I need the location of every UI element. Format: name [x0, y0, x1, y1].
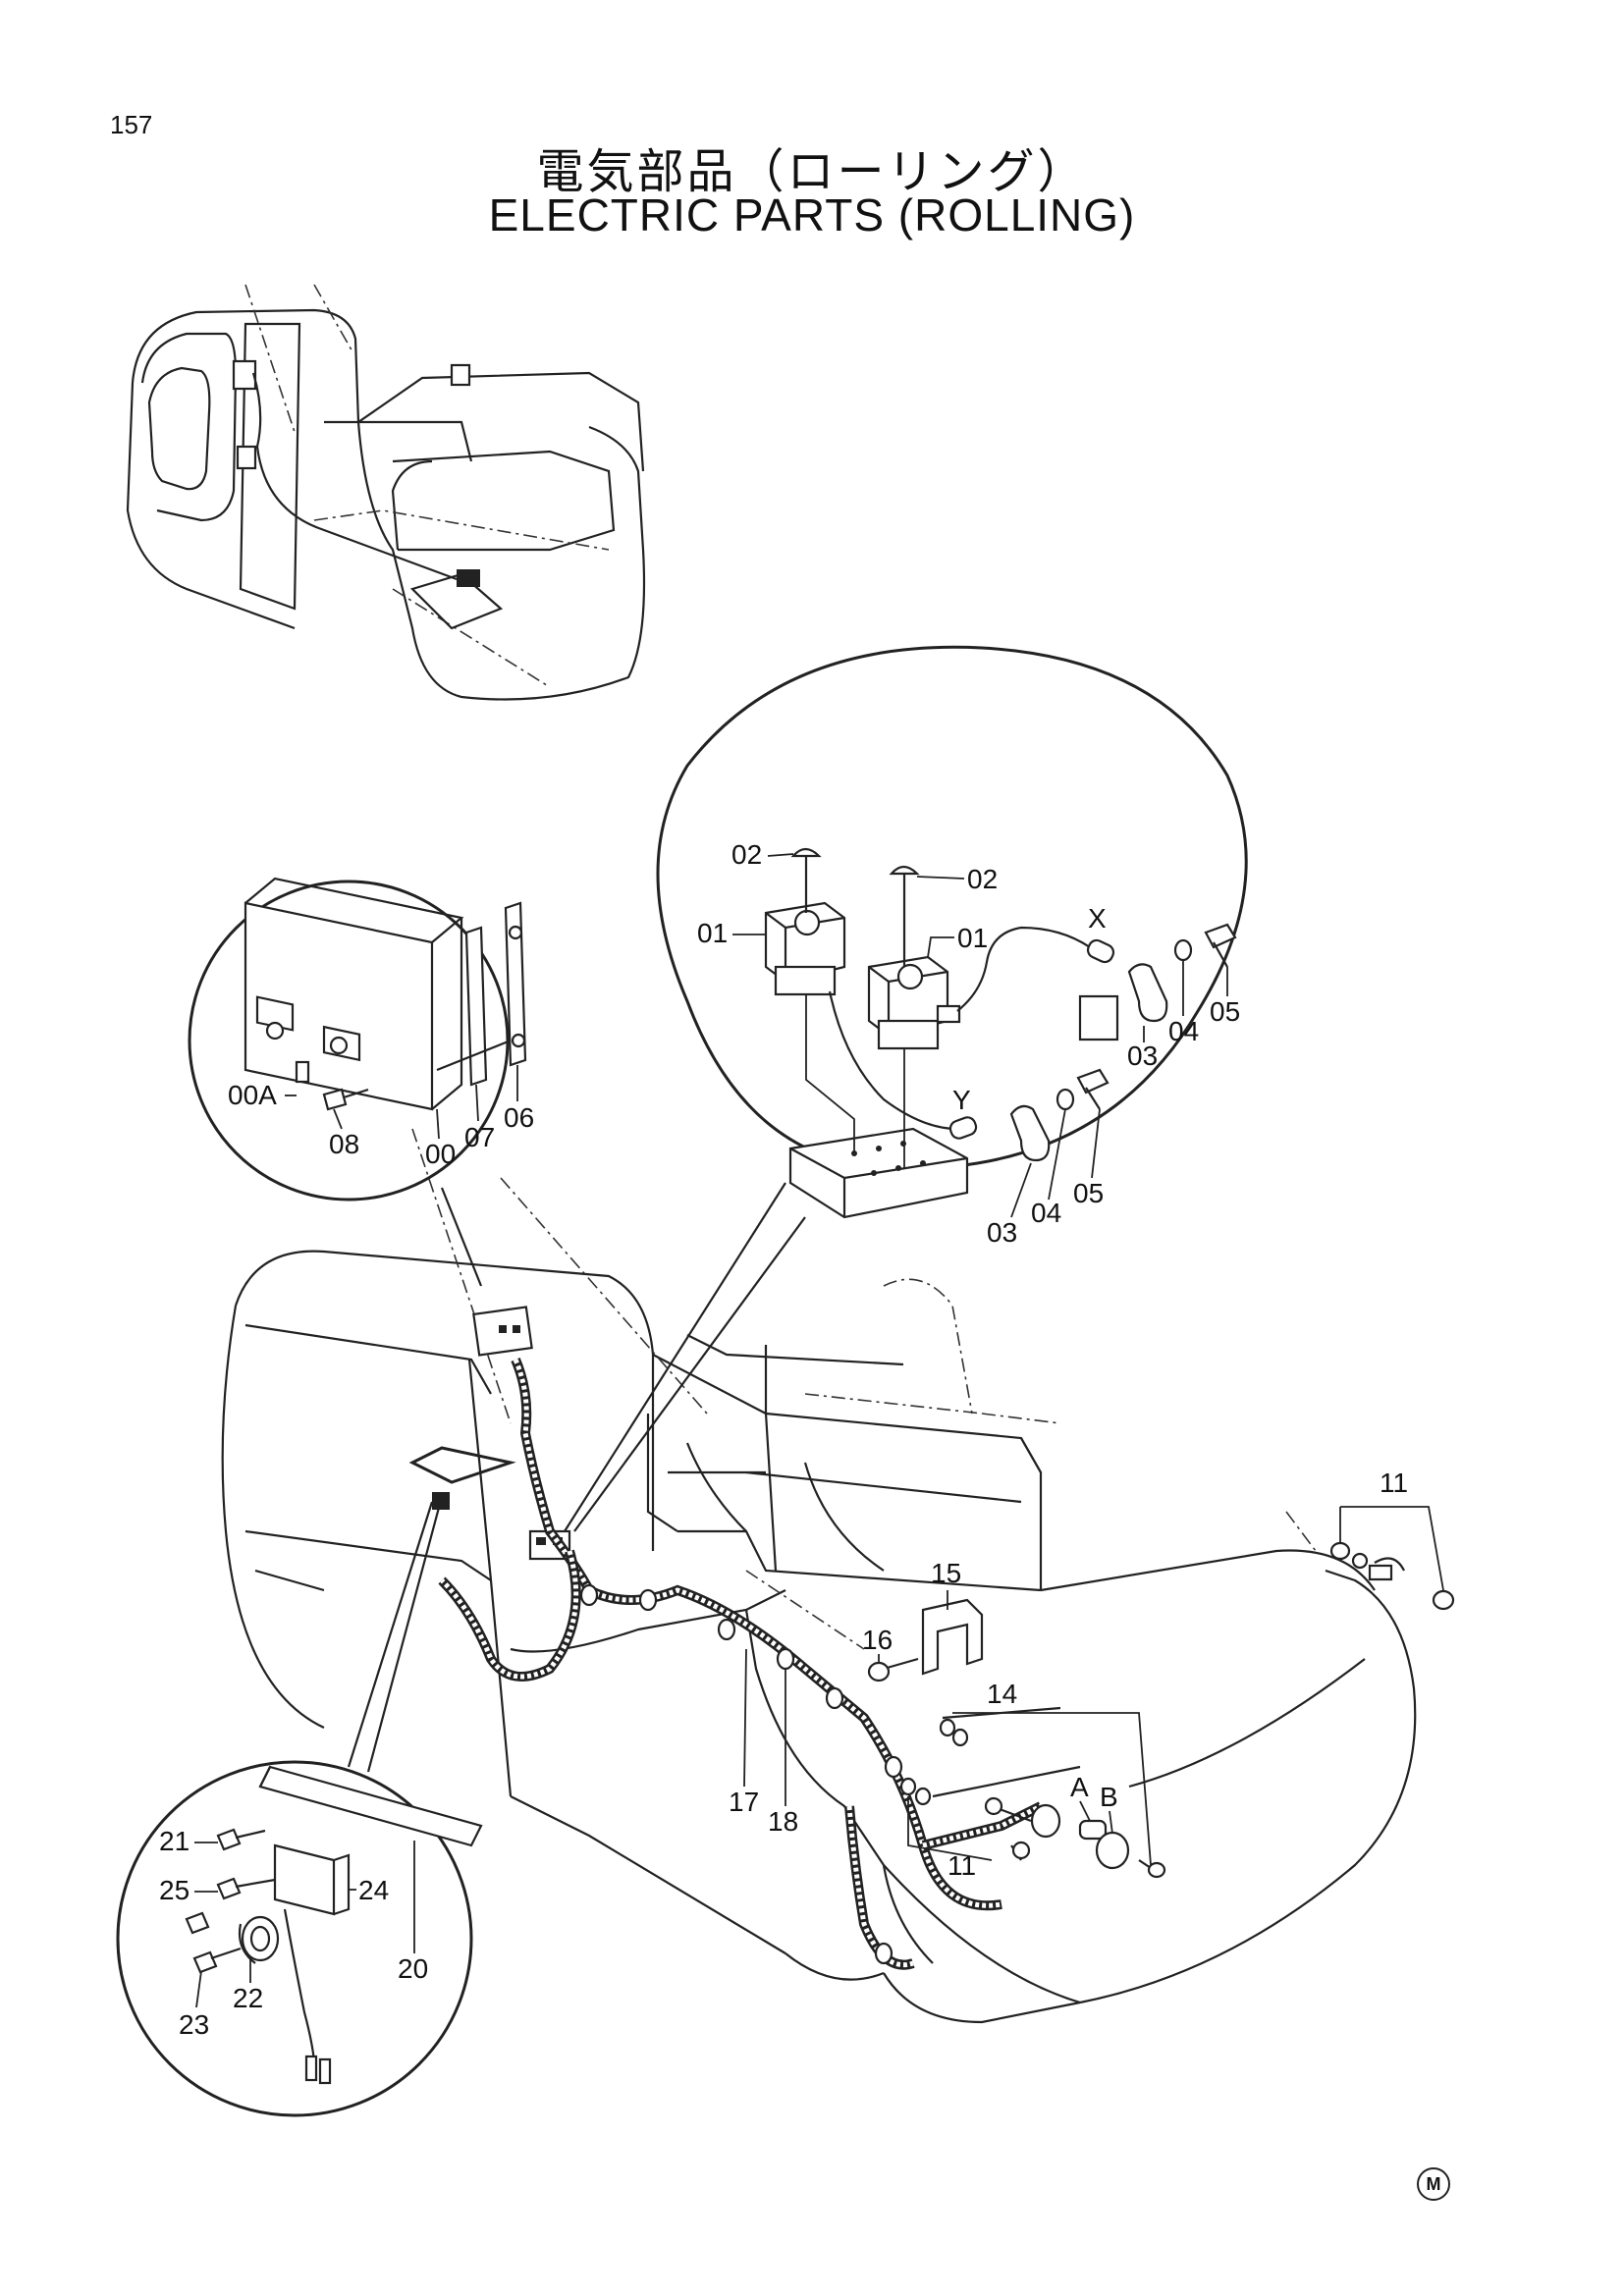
callout-03-lower: 03	[987, 1217, 1017, 1248]
callout-labels: 02 02 01 01 X Y 03 04 05 03 04 05 00A 08…	[159, 839, 1444, 2040]
callout-06: 06	[504, 1102, 534, 1133]
callout-08: 08	[329, 1129, 359, 1159]
callout-25: 25	[159, 1875, 189, 1905]
callout-20: 20	[398, 1953, 428, 1984]
callout-00: 00	[425, 1139, 456, 1169]
main-machine	[221, 1128, 1455, 2024]
callout-22: 22	[233, 1983, 263, 2013]
callout-14: 14	[987, 1679, 1017, 1709]
page-number: 157	[110, 110, 153, 139]
overview-machine	[126, 284, 646, 701]
detail-circle-relay	[564, 645, 1248, 1532]
callout-04-lower: 04	[1031, 1198, 1061, 1228]
callout-23: 23	[179, 2009, 209, 2040]
title-japanese: 電気部品（ローリング）	[536, 144, 1088, 199]
callout-18: 18	[768, 1806, 798, 1837]
callout-05-upper: 05	[1210, 996, 1240, 1027]
callout-07: 07	[464, 1122, 495, 1152]
callout-24: 24	[358, 1875, 389, 1905]
callout-16: 16	[862, 1625, 893, 1655]
callout-b: B	[1100, 1782, 1118, 1812]
detail-circle-lamp	[116, 1501, 483, 2117]
title-english: ELECTRIC PARTS (ROLLING)	[488, 189, 1136, 240]
callout-a: A	[1070, 1772, 1089, 1802]
callout-17: 17	[729, 1787, 759, 1817]
callout-05-lower: 05	[1073, 1178, 1104, 1208]
callout-01-right: 01	[957, 923, 988, 953]
callout-04-upper: 04	[1168, 1016, 1199, 1046]
callout-02-right: 02	[967, 864, 998, 894]
callout-21: 21	[159, 1826, 189, 1856]
callout-15: 15	[931, 1558, 961, 1588]
detail-circle-box	[188, 877, 527, 1287]
callout-11-top: 11	[1380, 1468, 1408, 1498]
callout-01-left: 01	[697, 918, 728, 948]
callout-03-upper: 03	[1127, 1041, 1158, 1071]
callout-00A: 00A	[228, 1080, 277, 1110]
callout-02-left: 02	[731, 839, 762, 870]
callout-x: X	[1088, 903, 1107, 934]
callout-y: Y	[952, 1085, 971, 1115]
maker-mark: M	[1417, 2167, 1450, 2201]
